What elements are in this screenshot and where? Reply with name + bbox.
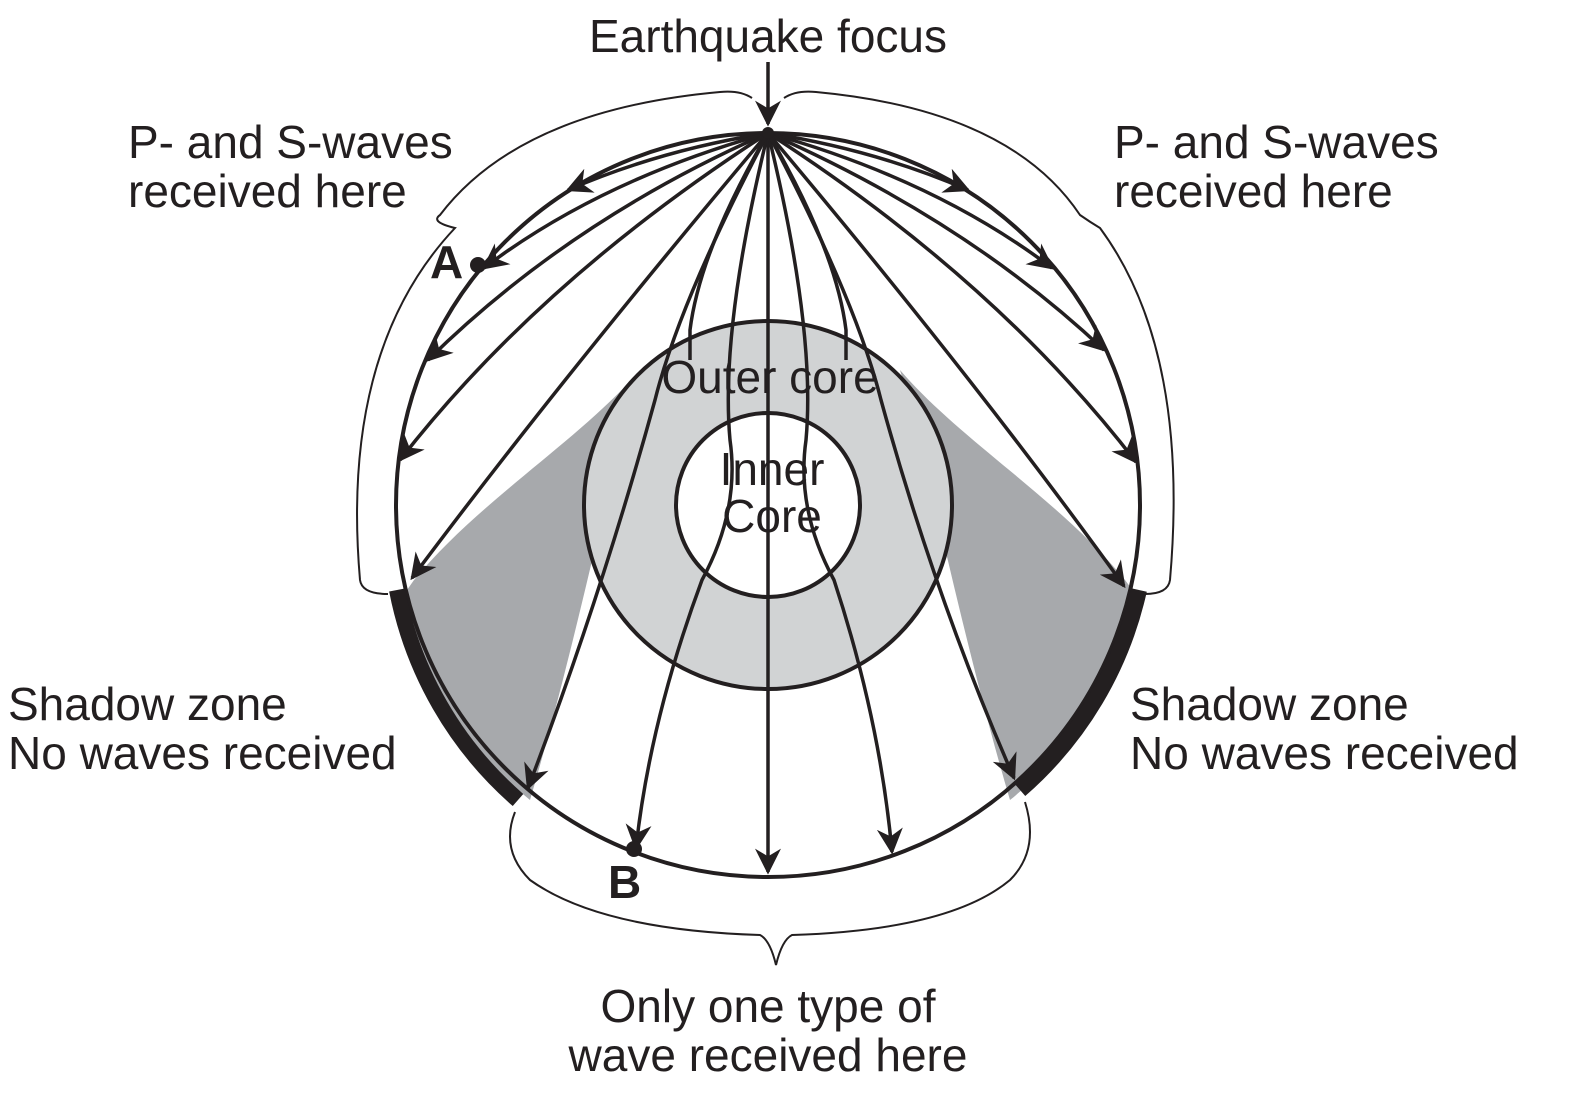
left-shadow-label-1: Shadow zone xyxy=(8,678,287,730)
ray-left-1 xyxy=(565,131,769,193)
bottom-received-label-1: Only one type of xyxy=(601,980,936,1032)
left-shadow-region xyxy=(400,370,640,800)
focus-point xyxy=(762,127,774,139)
left-shadow-label-2: No waves received xyxy=(8,727,397,779)
point-a-dot xyxy=(470,257,486,273)
inner-core-label-1: Inner xyxy=(720,443,825,495)
ray-core-right-inner xyxy=(766,132,903,855)
right-shadow-label-1: Shadow zone xyxy=(1130,678,1409,730)
right-shadow-label-2: No waves received xyxy=(1130,727,1519,779)
ray-right-2 xyxy=(767,131,1055,270)
right-shadow-arc xyxy=(1014,588,1147,797)
ray-core-left-inner xyxy=(625,132,770,851)
ray-right-4 xyxy=(767,131,1138,465)
point-a-label: A xyxy=(430,236,463,288)
ray-right-1 xyxy=(767,131,971,193)
left-received-label-1: P- and S-waves xyxy=(128,116,453,168)
right-received-label-1: P- and S-waves xyxy=(1114,116,1439,168)
left-bracket xyxy=(356,90,753,595)
brackets xyxy=(356,90,1175,966)
ray-left-4 xyxy=(398,131,769,463)
ray-left-3 xyxy=(426,131,769,362)
left-received-label-2: received here xyxy=(128,165,407,217)
bottom-received-label-2: wave received here xyxy=(568,1029,968,1081)
ray-right-5 xyxy=(766,131,1126,589)
ray-left-5 xyxy=(410,131,770,581)
outer-core-label: Outer core xyxy=(661,351,878,403)
ray-left-2 xyxy=(481,131,769,270)
inner-core-label-2: Core xyxy=(722,490,822,542)
point-b-dot xyxy=(626,841,642,857)
point-b-label: B xyxy=(608,856,641,908)
bottom-bracket xyxy=(509,801,1031,966)
left-shadow-arc xyxy=(389,588,524,807)
focus-label: Earthquake focus xyxy=(589,10,947,62)
core-ray-segments xyxy=(688,132,848,360)
right-shadow-region xyxy=(900,370,1140,800)
ray-right-3 xyxy=(767,131,1106,352)
right-bracket xyxy=(783,90,1175,595)
right-received-label-2: received here xyxy=(1114,165,1393,217)
